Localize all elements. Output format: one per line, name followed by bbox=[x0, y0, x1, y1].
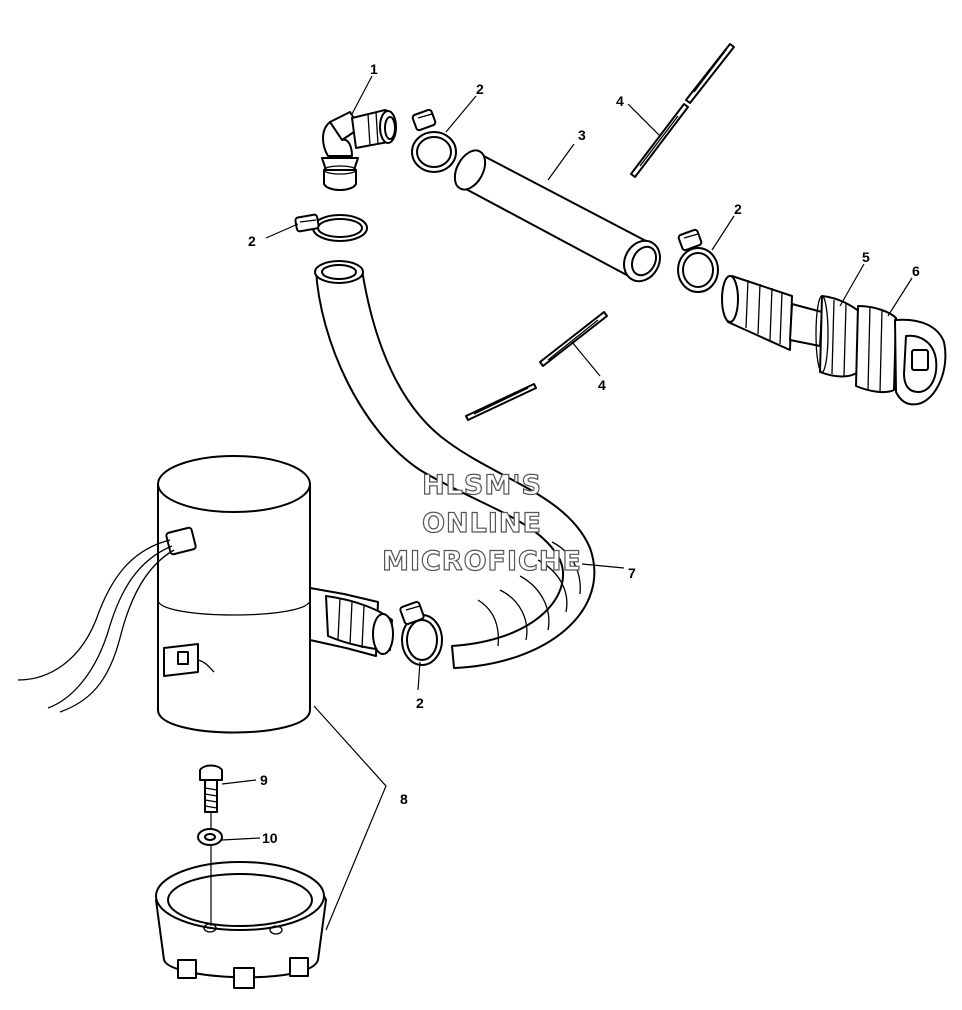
curved-hose bbox=[314, 260, 596, 669]
bilge-pump bbox=[17, 455, 394, 734]
straight-hose bbox=[453, 149, 661, 283]
mounting-screw bbox=[199, 764, 223, 926]
elbow-fitting bbox=[321, 109, 397, 191]
pump-strainer-base bbox=[155, 861, 327, 989]
callout-6: 6 bbox=[912, 263, 920, 279]
callout-10: 10 bbox=[262, 830, 278, 846]
watermark-line-2: ONLINE bbox=[422, 508, 542, 539]
callout-8: 8 bbox=[400, 791, 408, 807]
callout-7: 7 bbox=[628, 565, 636, 581]
cable-tie-upper bbox=[630, 43, 735, 178]
callout-5: 5 bbox=[862, 249, 870, 265]
callout-9: 9 bbox=[260, 772, 268, 788]
hose-clamp-bottom bbox=[399, 600, 443, 666]
watermark: HLSM'S ONLINE MICROFICHE bbox=[381, 469, 582, 577]
hose-clamp-top bbox=[411, 108, 457, 173]
leader-lines bbox=[221, 75, 913, 931]
callout-4-upper: 4 bbox=[616, 93, 624, 109]
thru-hull-fitting bbox=[721, 275, 947, 406]
callout-4-lower: 4 bbox=[598, 377, 606, 393]
callout-1: 1 bbox=[370, 61, 378, 77]
callout-2-left: 2 bbox=[248, 233, 256, 249]
callout-2-bottom: 2 bbox=[416, 695, 424, 711]
hose-clamp-right bbox=[677, 228, 719, 293]
watermark-line-3: MICROFICHE bbox=[382, 546, 582, 577]
callout-3: 3 bbox=[578, 127, 586, 143]
callout-2-right: 2 bbox=[734, 201, 742, 217]
hose-clamp-left bbox=[294, 213, 368, 242]
watermark-line-1: HLSM'S bbox=[422, 470, 542, 501]
washer bbox=[197, 828, 223, 846]
callout-labels: 1 2 3 4 2 2 5 6 4 7 2 8 9 10 bbox=[248, 61, 920, 846]
callout-2-top: 2 bbox=[476, 81, 484, 97]
cable-tie-lower bbox=[465, 311, 608, 421]
